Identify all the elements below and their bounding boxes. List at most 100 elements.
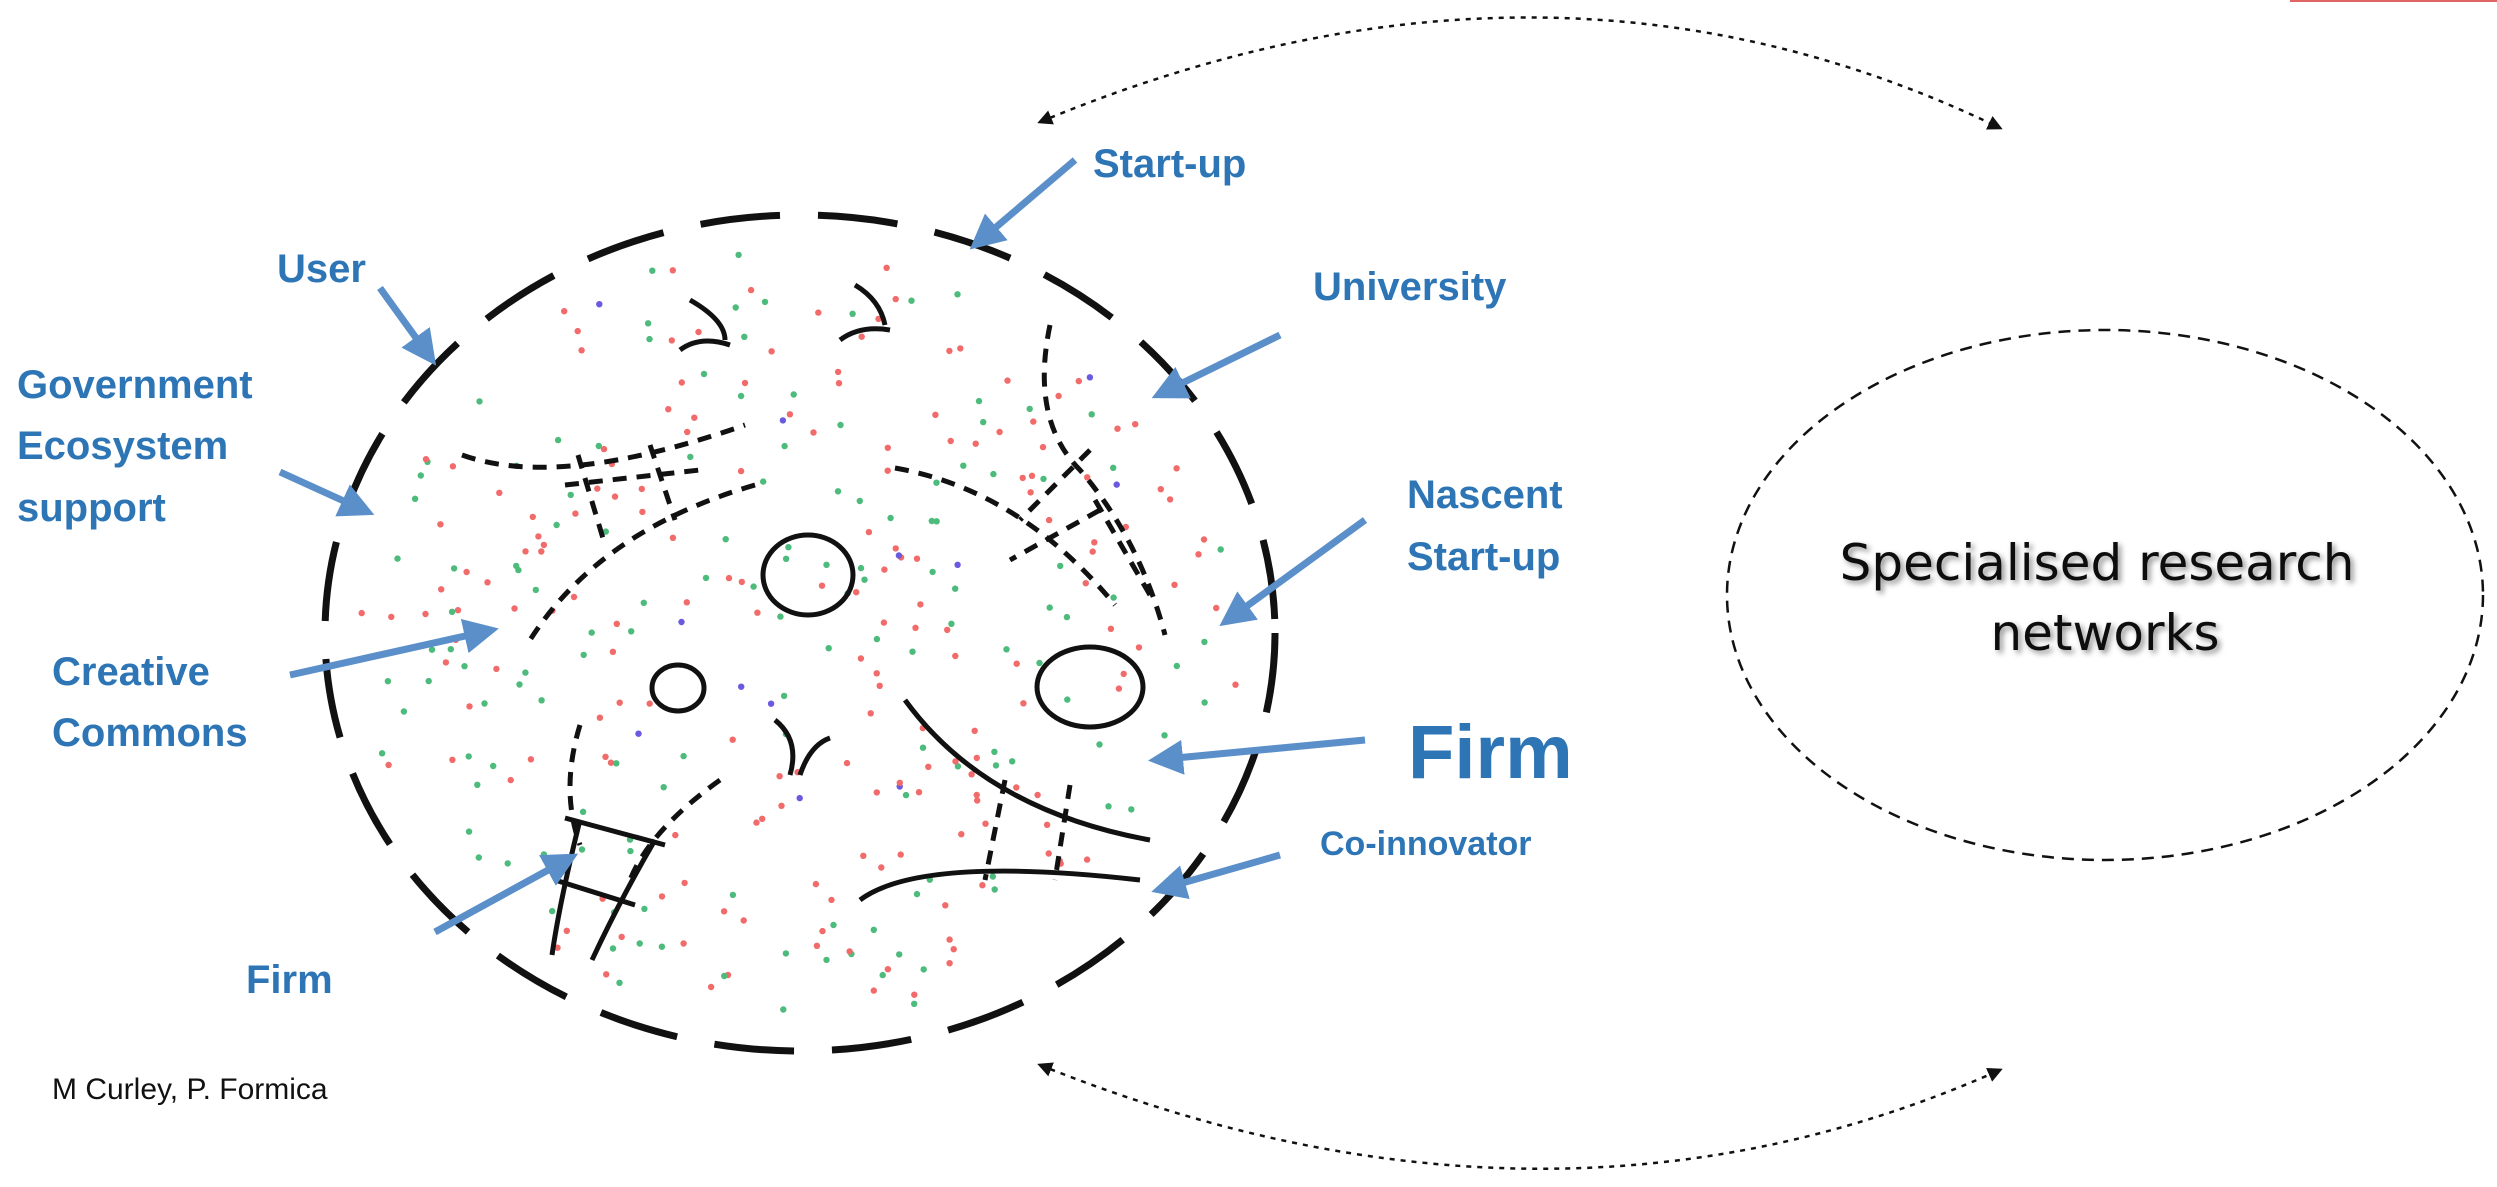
ecosystem-dot: [1173, 465, 1180, 472]
ecosystem-dot: [895, 552, 903, 559]
arrow-start-up: [969, 157, 1078, 250]
ecosystem-dot: [450, 565, 458, 572]
ecosystem-dot: [476, 398, 483, 405]
ecosystem-dot: [778, 802, 785, 809]
ecosystem-dot: [665, 406, 672, 413]
ecosystem-dot: [857, 655, 865, 662]
ecosystem-dot: [722, 536, 729, 543]
ecosystem-dot: [1161, 732, 1168, 739]
ecosystem-dot: [513, 562, 520, 570]
ecosystem-dot: [925, 763, 932, 770]
ecosystem-dot: [639, 508, 646, 516]
ecosystem-dot: [588, 629, 595, 636]
ecosystem-dot: [1120, 670, 1127, 678]
ecosystem-dot: [618, 933, 625, 941]
ecosystem-dot: [504, 860, 511, 867]
ecosystem-dot: [707, 983, 715, 991]
ecosystem-dot: [1089, 548, 1096, 555]
ecosystem-dot: [873, 635, 881, 643]
ecosystem-dot: [702, 574, 710, 582]
ecosystem-dot: [602, 753, 609, 760]
label-creative-commons: Creative Commons: [52, 650, 248, 755]
ecosystem-dot: [1213, 604, 1220, 612]
ecosystem-dot: [628, 628, 635, 635]
ecosystem-dot: [740, 917, 747, 924]
ecosystem-dot: [535, 533, 542, 540]
ecosystem-dot: [596, 301, 603, 308]
ecosystem-dot: [454, 607, 462, 614]
ecosystem-dot: [849, 310, 856, 317]
ecosystem-dot: [638, 485, 645, 493]
ecosystem-dot: [400, 708, 408, 715]
ecosystem-dot: [574, 327, 581, 335]
ecosystem-dot: [991, 748, 998, 755]
ecosystem-dot: [776, 773, 783, 780]
ecosystem-dot: [946, 960, 953, 967]
ecosystem-dot: [678, 379, 685, 386]
label-nascent-start-up: Nascent Start-up: [1407, 473, 1574, 579]
ecosystem-dot: [1064, 696, 1071, 703]
ecosystem-dot: [422, 610, 429, 618]
ecosystem-dot: [973, 791, 980, 799]
ecosystem-dot: [1013, 660, 1020, 667]
ecosystem-dot: [884, 467, 891, 474]
ecosystem-dot: [646, 335, 653, 343]
ecosystem-dot: [683, 599, 690, 606]
ecosystem-dot: [425, 677, 432, 685]
ecosystem-dot: [567, 491, 574, 499]
ecosystem-dot: [422, 456, 430, 463]
ecosystem-dot: [867, 710, 874, 717]
ecosystem-dot: [892, 295, 899, 303]
ecosystem-dot: [1004, 377, 1011, 384]
label-firm-large: Firm: [1408, 710, 1573, 795]
ecosystem-dot: [1046, 604, 1053, 611]
ecosystem-dot: [603, 971, 610, 978]
ecosystem-dot: [1028, 472, 1036, 479]
ecosystem-dot: [947, 437, 954, 445]
ecosystem-dot: [474, 781, 481, 788]
ecosystem-dot: [971, 727, 978, 734]
ecosystem-dot: [613, 760, 620, 767]
ecosystem-dot: [394, 555, 401, 562]
ecosystem-dot: [561, 308, 568, 315]
ecosystem-dot: [991, 886, 998, 893]
ecosystem-dot: [1027, 489, 1034, 496]
ecosystem-dot: [796, 794, 803, 802]
ecosystem-dot: [635, 730, 642, 737]
ecosystem-dot: [378, 750, 386, 757]
ecosystem-dot: [780, 1006, 787, 1013]
ecosystem-dot: [1200, 536, 1208, 543]
ecosystem-dot: [540, 541, 548, 549]
ecosystem-dot: [958, 831, 965, 838]
ecosystem-dot: [616, 979, 623, 986]
ecosystem-dot: [669, 267, 676, 274]
ecosystem-dot: [954, 763, 962, 770]
ecosystem-dot: [532, 586, 539, 594]
ecosystem-dot: [860, 852, 867, 859]
ecosystem-dot: [1088, 411, 1095, 418]
ecosystem-dot: [896, 951, 903, 958]
ecosystem-dot: [1003, 646, 1010, 653]
credit-text: M Curley, P. Formica: [52, 1073, 328, 1106]
label-university: University: [1313, 265, 1507, 309]
ecosystem-dot: [782, 555, 790, 562]
ecosystem-dot: [1013, 784, 1020, 791]
ecosystem-dot: [828, 896, 835, 904]
ecosystem-dot: [870, 926, 877, 933]
ecosystem-dot: [1083, 856, 1091, 863]
arrow-firm-small: [433, 853, 579, 936]
arrow-co-innovator: [1151, 851, 1281, 900]
ecosystem-dot: [1043, 821, 1051, 828]
ecosystem-dot: [861, 576, 868, 583]
ecosystem-dot: [658, 893, 666, 900]
research-networks-ellipse: [1725, 328, 2485, 862]
ecosystem-dot: [516, 681, 523, 688]
ecosystem-dot: [846, 948, 853, 955]
connection-arc-bottom: [1037, 1062, 2003, 1170]
ecosystem-dot: [865, 528, 873, 536]
ecosystem-dot: [747, 286, 755, 294]
ecosystem-dot: [1096, 741, 1103, 748]
ecosystem-dot: [980, 418, 987, 426]
ecosystem-dot: [908, 297, 915, 304]
